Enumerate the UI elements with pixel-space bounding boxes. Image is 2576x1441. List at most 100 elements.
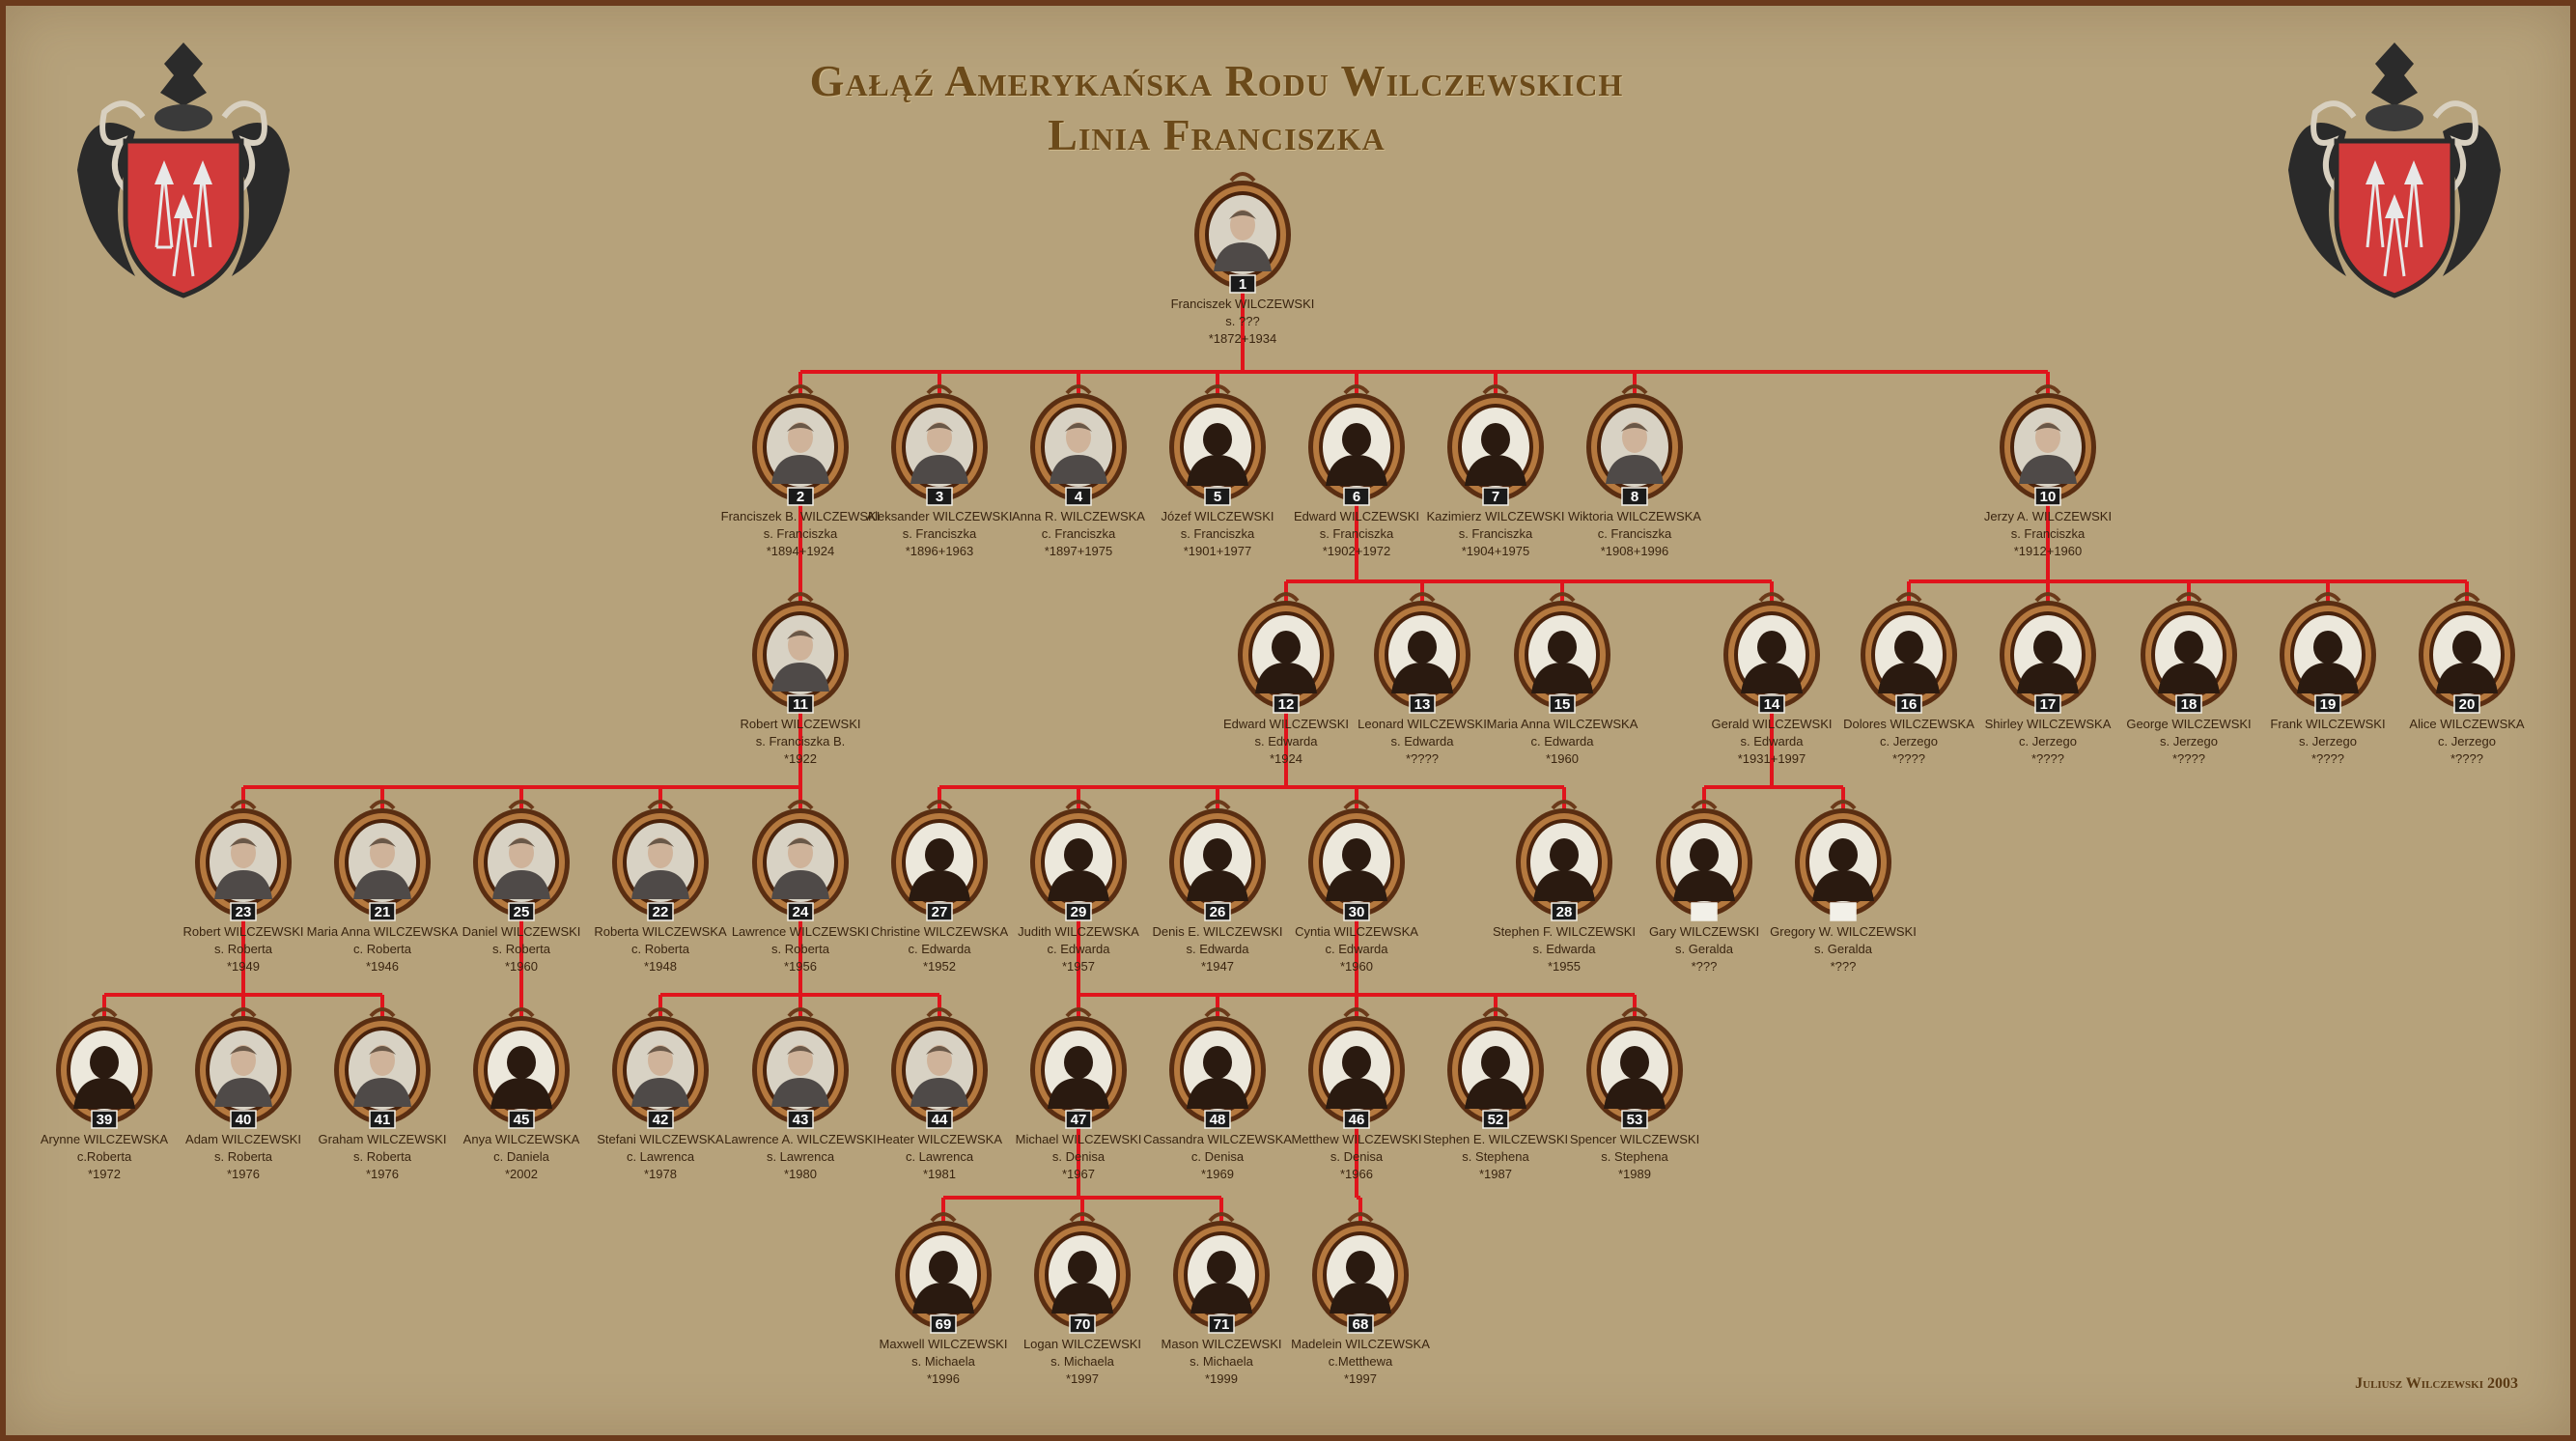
person-caption-line: s. Roberta [353,1149,412,1164]
person-caption-line: s. Franciszka [2011,526,2086,541]
title-line-1: Gałąź Amerykańska Rodu Wilczewskich [809,56,1624,105]
person-caption-line: *1946 [366,959,399,974]
silhouette-head-icon [1064,838,1093,871]
silhouette-body-icon [912,1283,974,1314]
person-caption-line: s. Roberta [492,942,551,956]
portrait-face [788,422,813,453]
frame-crest [508,800,535,810]
person-caption-line: *1924 [1270,751,1302,766]
portrait-face [370,837,395,868]
person-number: 18 [2181,696,2198,713]
person-caption-line: s. Jerzego [2299,734,2357,749]
person-caption-line: *1912+1960 [2014,544,2083,558]
person-caption-line: *1901+1977 [1184,544,1252,558]
person-number: 21 [375,904,391,920]
person-caption-line: Spencer WILCZEWSKI [1570,1132,1699,1146]
person-caption-line: Cassandra WILCZEWSKA [1143,1132,1292,1146]
number-plate [787,1110,814,1129]
silhouette-body-icon [1531,663,1593,693]
portrait-face [927,422,952,453]
number-plate [1069,1314,1096,1334]
portrait-shoulders [214,1078,272,1107]
person-number: 30 [1349,904,1365,920]
person-caption-line: *1894+1924 [767,544,835,558]
person-caption-line: *1908+1996 [1601,544,1669,558]
person-caption-line: s. Edwarda [1390,734,1454,749]
frame-crest [1409,592,1436,603]
silhouette-body-icon [1604,1078,1666,1109]
person-caption-line: s. Geralda [1675,942,1734,956]
person-number: 40 [236,1112,252,1128]
person-caption-line: c. Daniela [493,1149,550,1164]
silhouette-head-icon [1757,631,1786,664]
silhouette-body-icon [1465,455,1526,486]
frame-crest [2034,592,2061,603]
frame-crest [787,1007,814,1018]
person-number: 1 [1239,276,1246,293]
person-caption-line: *1996 [927,1371,960,1386]
person-number: 69 [936,1316,952,1333]
person-number: 6 [1353,489,1360,505]
person-caption-line: *1957 [1062,959,1095,974]
chart-title: Gałąź Amerykańska Rodu Wilczewskich Lini… [0,54,2433,162]
person-caption-line: *1872+1934 [1209,331,1277,346]
portrait-face [370,1045,395,1076]
person-caption-line: Logan WILCZEWSKI [1023,1337,1141,1351]
person-caption-line: c. Lawrenca [906,1149,974,1164]
person-caption-line: *2002 [505,1167,538,1181]
portrait-face [231,837,256,868]
silhouette-body-icon [1391,663,1453,693]
portrait-face [648,1045,673,1076]
number-plate [1551,902,1578,921]
silhouette-body-icon [1673,870,1735,901]
portrait-face [1230,210,1255,240]
